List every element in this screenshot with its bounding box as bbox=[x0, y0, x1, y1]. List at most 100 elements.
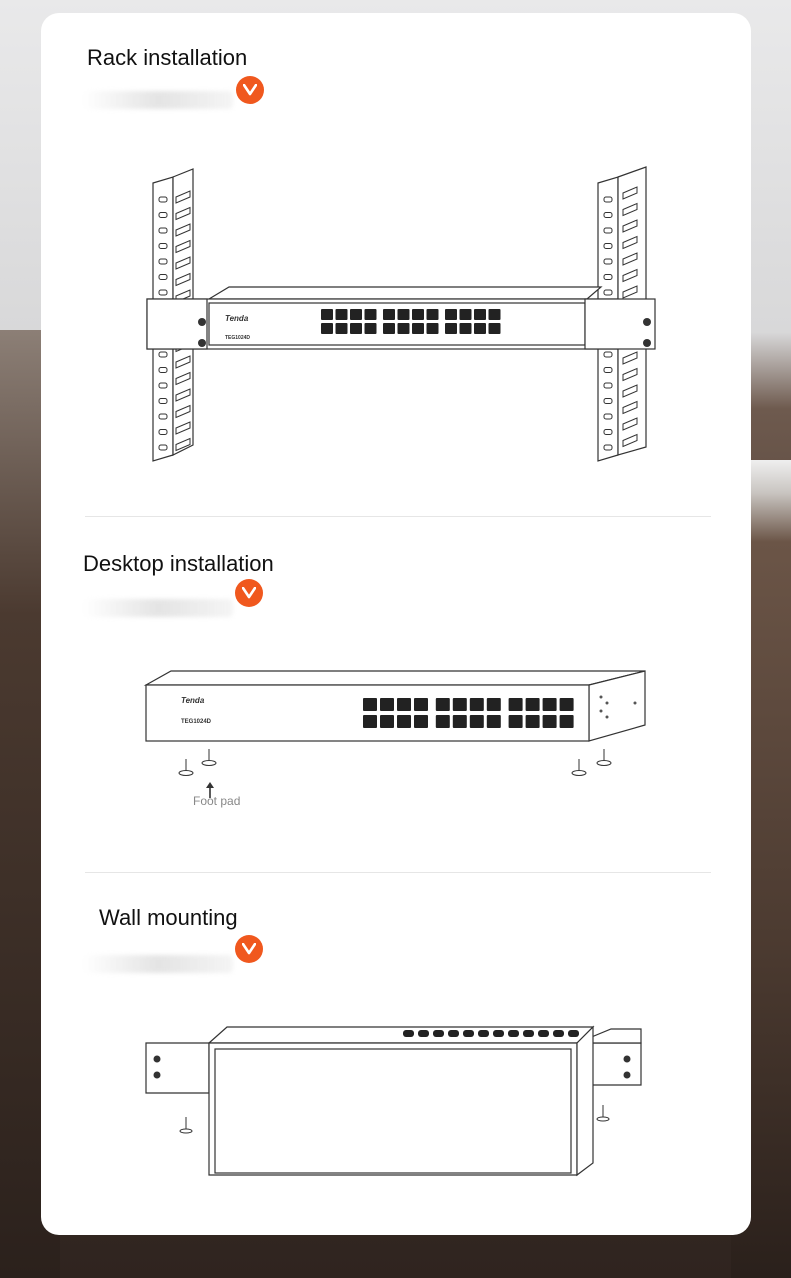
rack-tab bbox=[622, 202, 638, 217]
divider bbox=[85, 516, 711, 517]
rack-tab bbox=[175, 437, 191, 452]
rack-tab bbox=[175, 404, 191, 419]
ethernet-port bbox=[508, 715, 523, 728]
ethernet-port bbox=[568, 1030, 579, 1037]
rack-tab bbox=[175, 223, 191, 237]
rack-slot bbox=[158, 398, 168, 404]
ethernet-port bbox=[321, 309, 333, 320]
ethernet-port bbox=[525, 698, 540, 711]
ethernet-port bbox=[459, 309, 472, 320]
chevron-down-icon bbox=[235, 935, 263, 963]
rack-slot bbox=[158, 382, 168, 389]
rack-tab bbox=[175, 371, 191, 386]
ethernet-port bbox=[486, 715, 501, 728]
rack-slot bbox=[158, 227, 168, 234]
ethernet-port bbox=[380, 715, 394, 728]
ethernet-port bbox=[335, 309, 348, 320]
ethernet-port bbox=[435, 698, 450, 711]
rack-tab bbox=[175, 239, 191, 254]
blurred-subtitle-wall bbox=[83, 955, 233, 973]
ethernet-port bbox=[364, 309, 377, 320]
ethernet-port bbox=[433, 1030, 444, 1037]
ethernet-port bbox=[363, 715, 377, 728]
rack-tab bbox=[175, 421, 191, 435]
rack-slot bbox=[158, 258, 168, 265]
ethernet-port bbox=[463, 1030, 474, 1037]
ethernet-port bbox=[412, 323, 424, 334]
ethernet-port bbox=[525, 715, 540, 728]
ethernet-port bbox=[452, 715, 467, 728]
ethernet-port bbox=[426, 309, 439, 320]
ethernet-port bbox=[383, 323, 395, 334]
rack-slot bbox=[603, 367, 613, 373]
rack-slot bbox=[158, 429, 168, 435]
section-title-desktop: Desktop installation bbox=[83, 551, 274, 576]
ethernet-port bbox=[397, 309, 410, 320]
chevron-down-icon bbox=[235, 579, 263, 607]
rack-tab bbox=[622, 268, 638, 283]
desktop-model-label: TEG1024D bbox=[181, 719, 212, 725]
rack-brand-label: Tenda bbox=[225, 314, 249, 323]
ethernet-port bbox=[486, 698, 501, 711]
ethernet-port bbox=[435, 715, 450, 728]
ethernet-port bbox=[445, 309, 457, 320]
rack-installation-illustration: Tenda TEG1024D bbox=[146, 166, 656, 462]
rack-slot bbox=[158, 289, 168, 296]
ethernet-port bbox=[542, 698, 557, 711]
rack-tab bbox=[622, 417, 638, 431]
rack-model-label: TEG1024D bbox=[225, 335, 250, 341]
rack-slot bbox=[603, 243, 613, 249]
wall-mounting-illustration bbox=[145, 1025, 642, 1177]
rack-tab bbox=[622, 285, 638, 299]
ethernet-port bbox=[414, 698, 428, 711]
ethernet-port bbox=[418, 1030, 429, 1037]
ethernet-port bbox=[478, 1030, 489, 1037]
rack-tab bbox=[175, 190, 191, 204]
rack-tab bbox=[175, 206, 191, 221]
ethernet-port bbox=[474, 309, 486, 320]
rack-tab bbox=[622, 186, 638, 200]
ethernet-port bbox=[426, 323, 439, 334]
rack-slot bbox=[603, 212, 613, 218]
blurred-subtitle-desktop bbox=[83, 599, 233, 617]
ethernet-port bbox=[488, 323, 501, 334]
rack-slot bbox=[603, 289, 613, 296]
ethernet-port bbox=[363, 698, 377, 711]
rack-slot bbox=[158, 243, 168, 249]
ethernet-port bbox=[335, 323, 348, 334]
ethernet-port bbox=[350, 323, 362, 334]
ethernet-port bbox=[397, 323, 410, 334]
ethernet-port bbox=[397, 698, 411, 711]
installation-card: Rack installation Tenda TEG1024 bbox=[41, 13, 751, 1235]
ethernet-port bbox=[508, 1030, 519, 1037]
ethernet-port bbox=[459, 323, 472, 334]
rack-slot bbox=[158, 413, 168, 420]
ethernet-port bbox=[559, 715, 574, 728]
section-title-wall: Wall mounting bbox=[99, 905, 238, 930]
rack-tab bbox=[622, 367, 638, 382]
chevron-down-icon bbox=[236, 76, 264, 104]
divider bbox=[85, 872, 711, 873]
rack-slot bbox=[603, 196, 613, 203]
ethernet-port bbox=[383, 309, 395, 320]
ethernet-port bbox=[474, 323, 486, 334]
rack-slot bbox=[158, 367, 168, 373]
rack-tab bbox=[175, 272, 191, 287]
rack-tab bbox=[622, 384, 638, 398]
rack-slot bbox=[603, 258, 613, 265]
rack-tab bbox=[175, 355, 191, 369]
rack-slot bbox=[603, 398, 613, 404]
rack-slot bbox=[603, 227, 613, 234]
blurred-subtitle-rack bbox=[83, 91, 233, 109]
ethernet-port bbox=[538, 1030, 549, 1037]
ethernet-port bbox=[469, 715, 484, 728]
ethernet-port bbox=[403, 1030, 414, 1037]
ethernet-port bbox=[559, 698, 574, 711]
ethernet-port bbox=[469, 698, 484, 711]
ethernet-port bbox=[364, 323, 377, 334]
ethernet-port bbox=[493, 1030, 504, 1037]
ethernet-port bbox=[321, 323, 333, 334]
rack-tab bbox=[175, 256, 191, 270]
ethernet-port bbox=[397, 715, 411, 728]
ethernet-port bbox=[380, 698, 394, 711]
